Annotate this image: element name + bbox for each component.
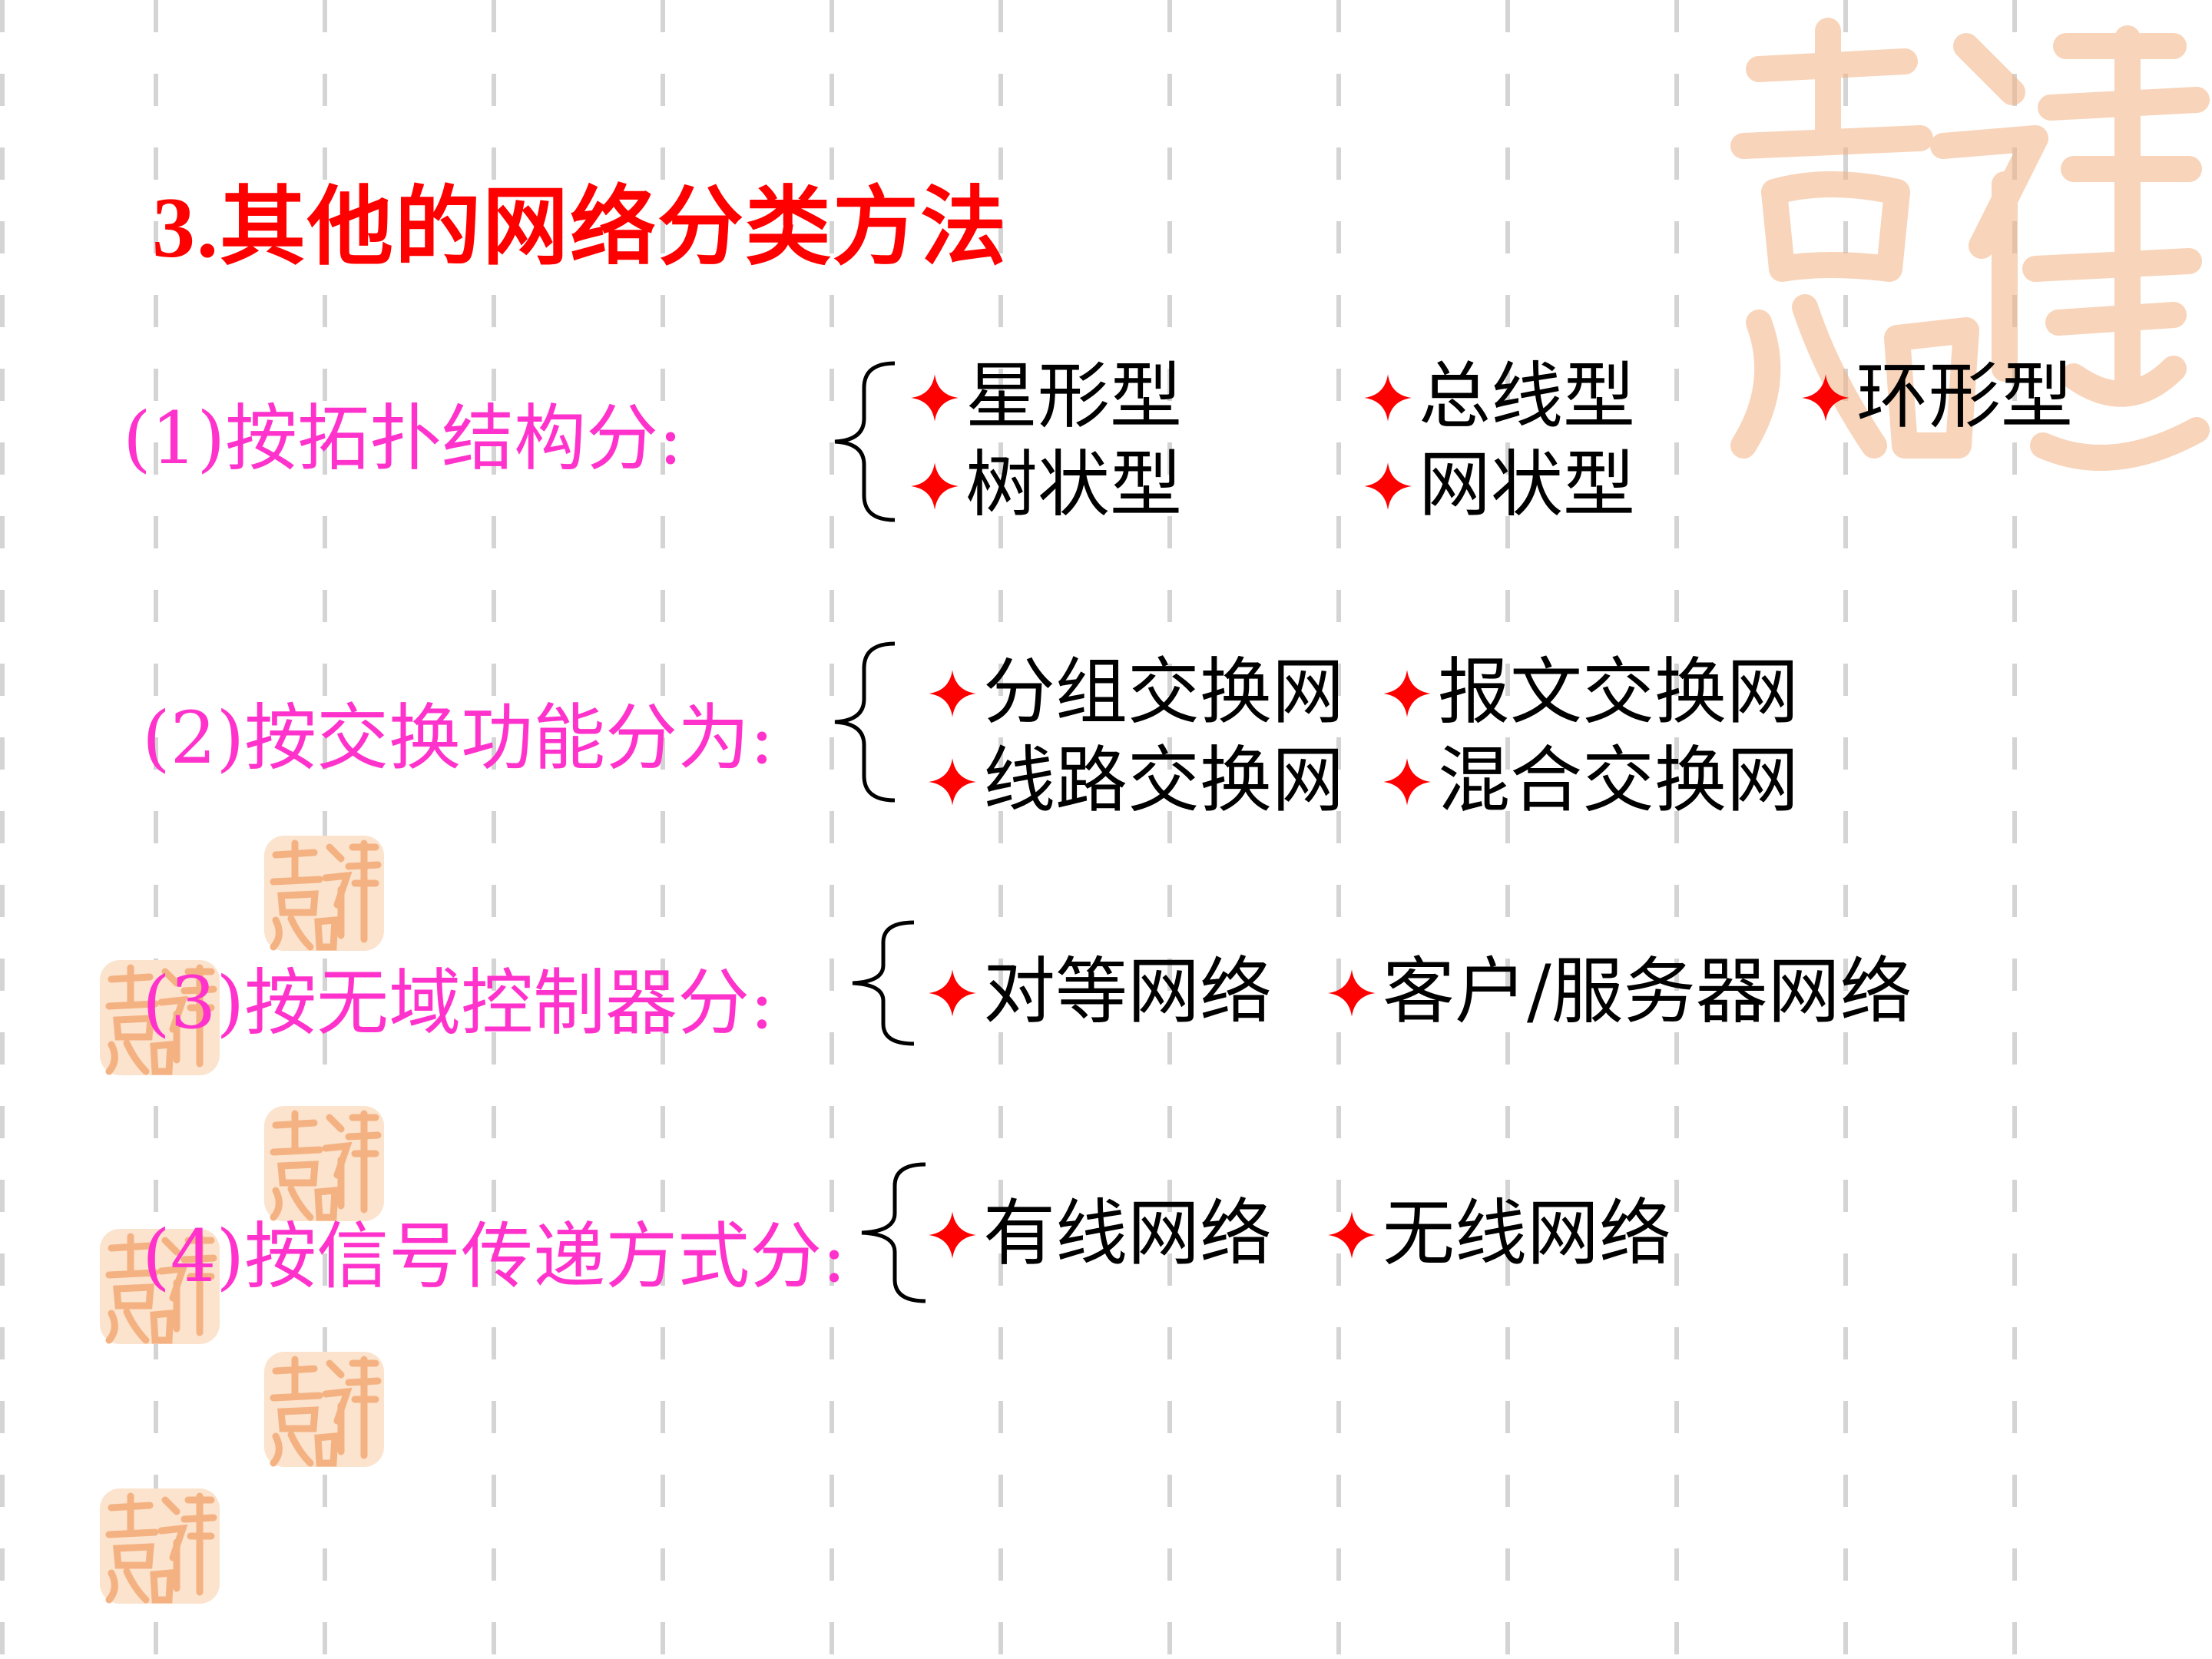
grid-line (323, 0, 327, 1659)
grid-line (998, 0, 1003, 1659)
red-four-point-star-icon (929, 1210, 976, 1259)
seal-stamp-icon (100, 1229, 220, 1344)
item-label: 混合交换网 (1438, 739, 1800, 823)
section-label-domain-controller: (3)按无域控制器分: (142, 962, 774, 1045)
red-four-point-star-icon (911, 462, 959, 510)
list-item: 星形型 (910, 361, 1182, 433)
red-four-point-star-icon (1802, 373, 1849, 422)
red-four-point-star-icon (929, 669, 976, 717)
grid-line (1167, 0, 1172, 1659)
seal-stamp-icon (264, 1352, 384, 1467)
red-four-point-star-icon (1328, 969, 1376, 1017)
grid-line (1843, 0, 1848, 1659)
grid-line (492, 0, 496, 1659)
item-label: 有线网络 (983, 1192, 1273, 1276)
left-brace-icon (861, 1162, 926, 1303)
section-label-signal-transmission: (4)按信号传递方式分: (142, 1215, 846, 1299)
item-label: 对等网络 (983, 950, 1273, 1034)
grid-line (2012, 0, 2017, 1659)
list-item: 环形型 (1801, 361, 2073, 433)
left-brace-icon (834, 361, 896, 522)
list-item: 树状型 (910, 449, 1182, 522)
red-four-point-star-icon (1328, 1210, 1376, 1259)
large-seal-icon (1730, 18, 2210, 471)
red-four-point-star-icon (929, 757, 976, 806)
list-item: 对等网络 (928, 956, 1272, 1028)
item-label: 客户/服务器网络 (1382, 950, 1912, 1034)
list-item: 混合交换网 (1382, 745, 1799, 817)
list-item: 网状型 (1363, 449, 1635, 522)
list-item: 报文交换网 (1382, 657, 1799, 729)
grid-line (1674, 0, 1679, 1659)
item-label: 环形型 (1856, 355, 2074, 439)
left-brace-icon (834, 641, 896, 803)
item-label: 报文交换网 (1438, 651, 1800, 734)
item-label: 分组交换网 (983, 651, 1345, 734)
page-title: 3.其他的网络分类方法 (152, 180, 1008, 276)
list-item: 线路交换网 (928, 745, 1344, 817)
item-label: 树状型 (965, 443, 1183, 527)
section-label-topology: (1)按拓扑结构分: (123, 397, 683, 481)
seal-stamp-icon (264, 836, 384, 951)
list-item: 有线网络 (928, 1198, 1272, 1270)
grid-line (1505, 0, 1510, 1659)
list-item: 总线型 (1363, 361, 1635, 433)
item-label: 网状型 (1419, 443, 1636, 527)
red-four-point-star-icon (1383, 757, 1431, 806)
left-brace-icon (852, 920, 915, 1046)
red-four-point-star-icon (1364, 373, 1412, 422)
red-four-point-star-icon (1364, 462, 1412, 510)
section-label-switching: (2)按交换功能分为: (142, 697, 774, 780)
list-item: 客户/服务器网络 (1327, 956, 1912, 1028)
item-label: 无线网络 (1382, 1192, 1672, 1276)
item-label: 总线型 (1419, 355, 1636, 439)
red-four-point-star-icon (1383, 669, 1431, 717)
red-four-point-star-icon (929, 969, 976, 1017)
seal-stamp-icon (100, 960, 220, 1075)
grid-line (154, 0, 158, 1659)
seal-stamp-icon (264, 1106, 384, 1221)
red-four-point-star-icon (911, 373, 959, 422)
grid-line (1336, 0, 1341, 1659)
item-label: 线路交换网 (983, 739, 1345, 823)
list-item: 分组交换网 (928, 657, 1344, 729)
seal-stamp-icon (100, 1488, 220, 1604)
item-label: 星形型 (965, 355, 1183, 439)
grid-line (830, 0, 834, 1659)
list-item: 无线网络 (1327, 1198, 1671, 1270)
grid-line (661, 0, 665, 1659)
